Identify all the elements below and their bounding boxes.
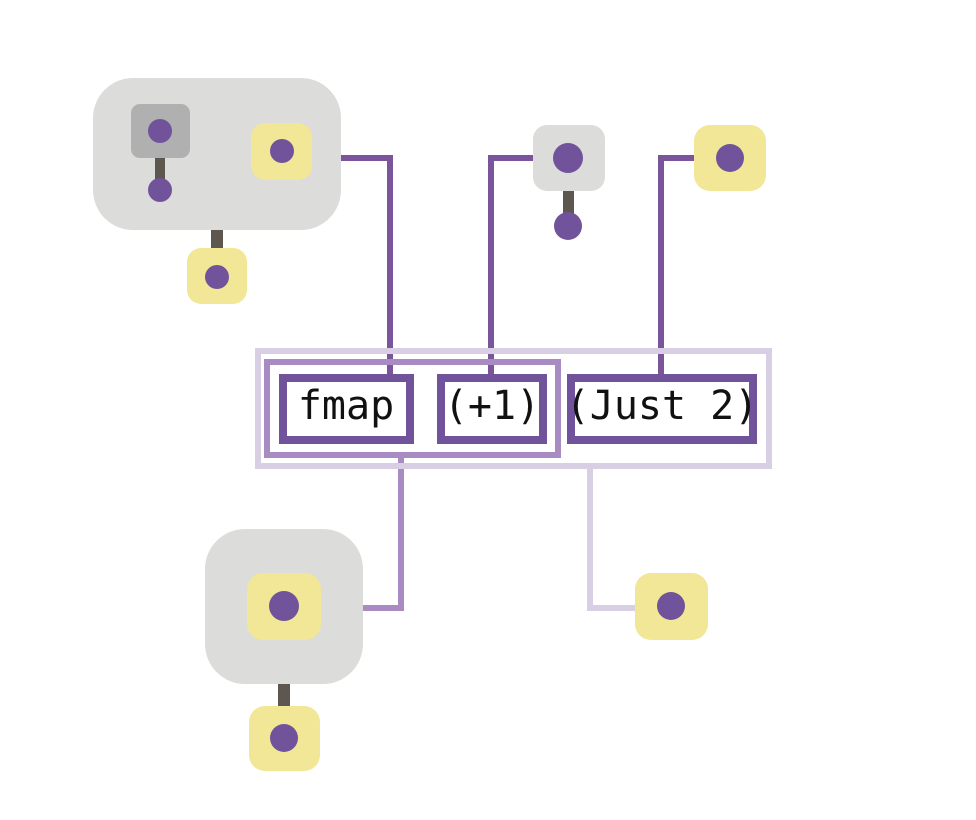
function-node-fmap[interactable] [93,78,341,304]
port-icon [716,144,744,172]
port-just2[interactable] [694,125,766,191]
wires [340,155,694,611]
port-icon [270,139,294,163]
value-node-plus1[interactable] [533,125,605,240]
expression-boxes [255,348,772,469]
wire-plus1 [488,155,536,382]
outer-application-box [255,348,772,469]
port-icon [269,591,299,621]
result-node-stem [278,684,290,707]
wire-just2 [658,155,694,382]
result-port-outer[interactable] [635,573,708,640]
value-node-bottom-dot [554,212,582,240]
term-box-fmap[interactable] [279,374,414,444]
term-label-fmap: fmap [298,383,394,429]
term-label-just2: (Just 2) [566,383,759,429]
lambda-body-dot [148,178,172,202]
term-labels: fmap (+1) (Just 2) [298,383,758,429]
term-label-plus1: (+1) [444,383,540,429]
term-box-plus1[interactable] [437,374,547,444]
value-node-dot [553,143,583,173]
wire-outer-result [587,466,636,611]
wire-inner-result [362,455,404,611]
port-icon [657,592,685,620]
term-box-just2[interactable] [567,374,757,444]
inner-application-box [264,359,561,458]
port-icon [270,724,298,752]
wire-fmap [340,155,393,382]
result-node-inner[interactable] [205,529,363,771]
lambda-stem [155,158,165,180]
lambda-param-dot [148,119,172,143]
port-icon [205,265,229,289]
value-node-stem [563,191,574,215]
function-node-stem [211,230,223,249]
